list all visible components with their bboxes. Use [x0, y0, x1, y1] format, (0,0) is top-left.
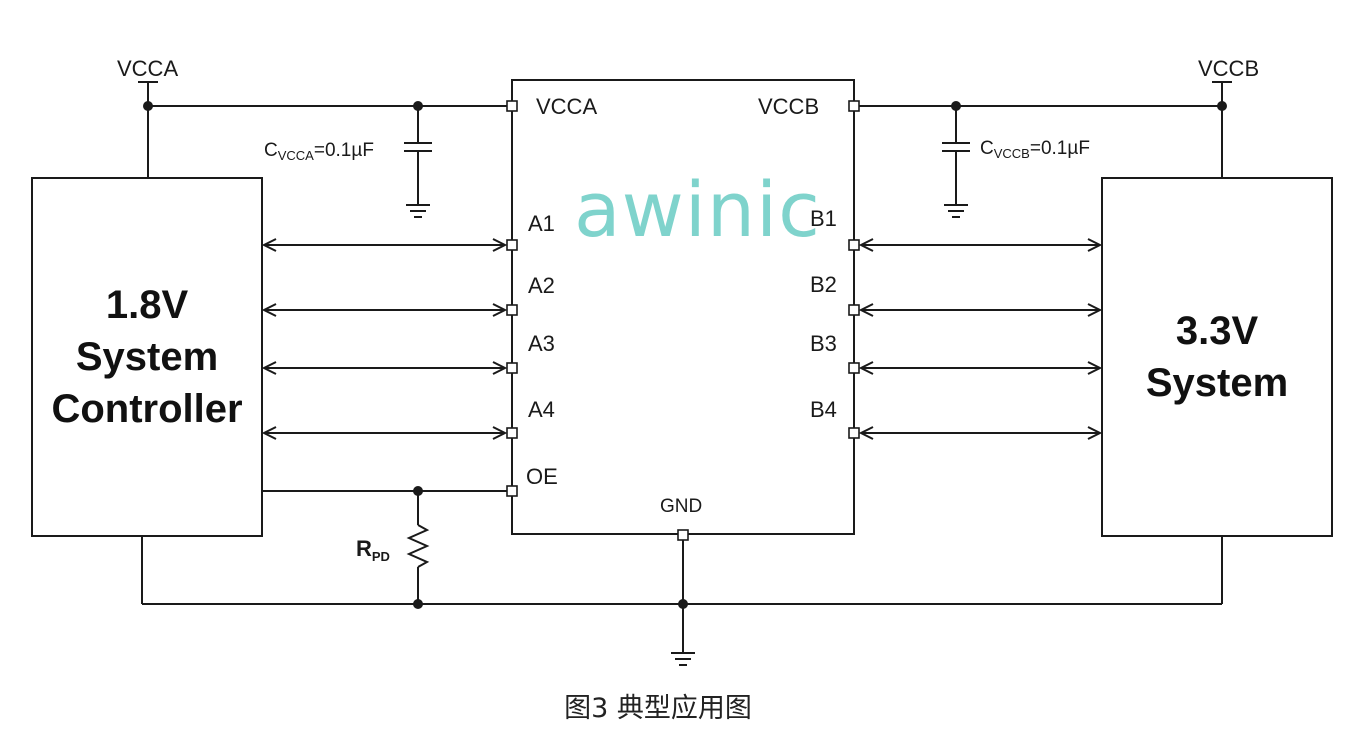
signal-line-b2 — [858, 303, 1103, 317]
pin-label-b4: B4 — [810, 397, 837, 422]
signal-line-b3 — [858, 361, 1103, 375]
cap-vcca-label: CVCCA=0.1µF — [264, 140, 374, 163]
signal-line-a1 — [261, 238, 508, 252]
pin-label-a3: A3 — [528, 331, 555, 356]
signal-line-a3 — [261, 361, 508, 375]
signal-line-a4 — [261, 426, 508, 440]
pulldown-resistor — [406, 524, 430, 568]
right-block-line1: 3.3V — [1176, 309, 1259, 353]
left-block-line2: System — [76, 335, 218, 379]
awinic-logo: awinic — [574, 165, 821, 254]
pin-vccb — [848, 100, 860, 112]
pin-label-b2: B2 — [810, 272, 837, 297]
pin-label-vcca: VCCA — [536, 94, 597, 119]
pin-label-oe: OE — [526, 464, 558, 489]
capacitor-vccb: CVCCB=0.1µF — [942, 106, 1090, 218]
left-system-block: 1.8V System Controller — [31, 177, 263, 537]
vcca-rail: VCCA — [117, 56, 508, 178]
b-side-signals — [858, 238, 1103, 440]
pin-label-b1: B1 — [810, 206, 837, 231]
pin-b3 — [848, 362, 860, 374]
pin-a4 — [506, 427, 518, 439]
vccb-rail: VCCB — [858, 56, 1259, 178]
pin-label-a1: A1 — [528, 211, 555, 236]
capacitor-vcca: CVCCA=0.1µF — [264, 106, 432, 218]
pin-gnd — [677, 529, 689, 541]
cap-vccb-label: CVCCB=0.1µF — [980, 138, 1090, 161]
schematic-diagram: VCCA VCCB CVCCA=0.1µF CVCCB=0.1µF — [31, 56, 1333, 666]
ground-bus — [141, 536, 1223, 666]
pin-a3 — [506, 362, 518, 374]
pin-label-vccb: VCCB — [758, 94, 819, 119]
left-block-line1: 1.8V — [106, 283, 189, 327]
signal-line-a2 — [261, 303, 508, 317]
resistor-label: RPD — [356, 536, 390, 564]
signal-line-b4 — [858, 426, 1103, 440]
ground-symbol — [671, 652, 695, 666]
vcca-supply-label: VCCA — [117, 56, 178, 81]
a-side-signals — [261, 238, 508, 440]
signal-line-b1 — [858, 238, 1103, 252]
pin-a2 — [506, 304, 518, 316]
pin-b4 — [848, 427, 860, 439]
pin-label-a4: A4 — [528, 397, 555, 422]
pin-oe — [506, 485, 518, 497]
figure-caption: 图3 典型应用图 — [564, 693, 752, 724]
level-shifter-chip: awinic VCCA VCCB A1 A2 A3 A4 B1 B2 B3 B4… — [506, 79, 860, 541]
pin-a1 — [506, 239, 518, 251]
right-system-block: 3.3V System — [1101, 177, 1333, 537]
oe-line: RPD — [262, 486, 507, 604]
pin-vcca — [506, 100, 518, 112]
pin-label-a2: A2 — [528, 273, 555, 298]
vccb-supply-label: VCCB — [1198, 56, 1259, 81]
pin-b2 — [848, 304, 860, 316]
pin-b1 — [848, 239, 860, 251]
pin-label-b3: B3 — [810, 331, 837, 356]
left-block-line3: Controller — [51, 387, 242, 431]
pin-label-gnd: GND — [660, 496, 702, 517]
right-block-line2: System — [1146, 361, 1288, 405]
